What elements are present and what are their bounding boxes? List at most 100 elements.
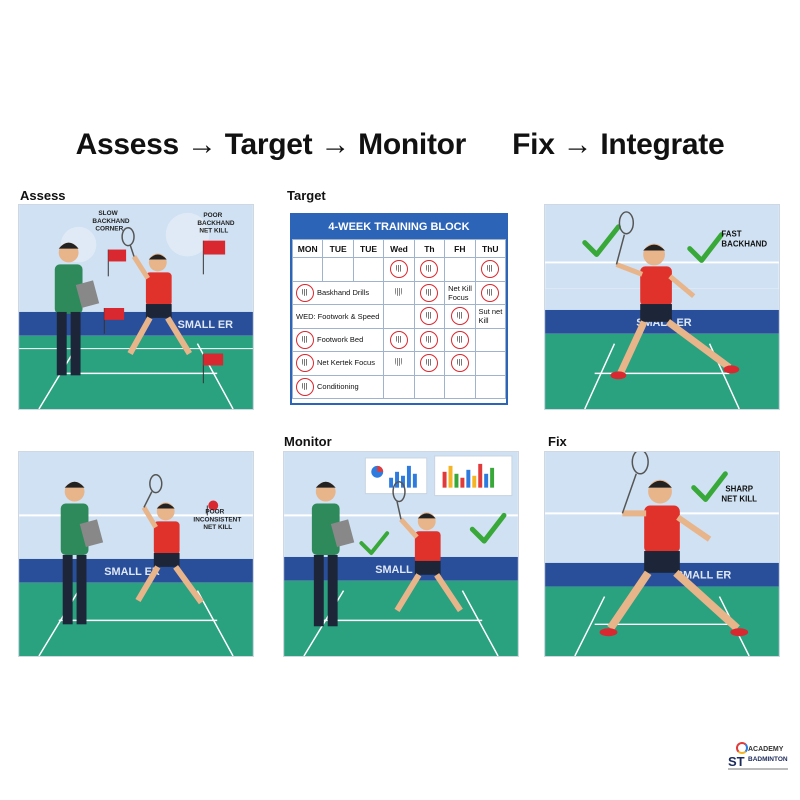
coach-net-illustration: SMALL ER POOR INCONSISTENT	[18, 451, 254, 657]
stats-card-left	[364, 457, 428, 495]
training-cell-shuttle	[383, 280, 415, 305]
headline-monitor: Monitor	[358, 128, 467, 161]
logo-badminton: BADMINTON	[748, 756, 788, 763]
training-cell-empty	[444, 374, 476, 399]
day-header: Wed	[383, 239, 415, 258]
logo-swirl-icon	[736, 742, 748, 754]
shuttle-icon	[296, 330, 314, 349]
fix-callout-line1: SHARP	[725, 485, 753, 494]
check-icon	[582, 224, 621, 257]
training-cell-text: Sut net Kill	[474, 304, 506, 329]
assess-flag-left-line2: BACKHAND	[92, 218, 129, 225]
check-icon	[687, 232, 724, 263]
training-cell-marked	[413, 257, 446, 282]
training-cell-empty	[474, 374, 506, 399]
shuttle-icon	[450, 307, 469, 326]
coach-net-scene: SMALL ER POOR INCONSISTENT	[19, 452, 253, 656]
training-cell-empty	[444, 257, 476, 282]
training-row-label: Footwork Bed	[292, 327, 385, 352]
shuttle-icon	[395, 358, 403, 367]
fix-illustration: SMALL ER SHARP NET KILL	[544, 451, 780, 657]
training-cell-marked	[413, 304, 446, 329]
coach-figure	[54, 242, 100, 376]
flag-right	[202, 240, 226, 275]
day-header: ThU	[474, 239, 506, 258]
training-cell-marked	[474, 257, 506, 282]
shuttle-icon	[481, 283, 500, 302]
headline-fix: Fix	[512, 128, 555, 161]
backhand-illustration: SMALL ER FAST BACKHAND	[544, 204, 780, 410]
fix-banner: SMALL ER	[676, 570, 732, 582]
training-cell-empty	[413, 374, 446, 399]
check-icon	[469, 512, 507, 544]
shuttle-icon	[296, 354, 314, 373]
assess-illustration: SMALL ER SLOW	[18, 204, 254, 410]
coach-figure	[311, 481, 355, 627]
shuttle-icon	[420, 283, 439, 302]
flag-court-1	[103, 307, 125, 334]
flag-court-2	[202, 353, 224, 384]
training-row: WED: Footwork & Speed Sut net Kill	[292, 304, 506, 329]
shuttle-icon	[420, 354, 439, 373]
training-cell-text: Net Kill Focus	[444, 280, 476, 305]
check-icon	[691, 471, 728, 503]
training-row-label: WED: Footwork & Speed	[292, 304, 385, 329]
section-label-assess: Assess	[20, 188, 66, 203]
monitor-scene: SMALL ER	[284, 452, 518, 656]
day-header: Th	[413, 239, 446, 258]
training-row-label-text: Net Kertek Focus	[317, 358, 375, 368]
training-cell-empty	[383, 304, 415, 329]
player-figure	[121, 227, 193, 356]
section-label-monitor: Monitor	[284, 434, 332, 449]
coach-net-banner: SMALL ER	[104, 566, 160, 578]
training-cell-empty	[322, 257, 354, 282]
headline-target: Target	[224, 128, 313, 161]
training-cell-marked	[413, 351, 446, 376]
headline-arrow-1: →	[186, 128, 217, 161]
training-cell-shuttle	[383, 351, 415, 376]
training-table-header: MON TUE TUE Wed Th FH ThU	[292, 239, 506, 258]
backhand-scene: SMALL ER FAST BACKHAND	[545, 205, 779, 409]
shuttle-icon	[389, 330, 408, 349]
player-figure	[599, 452, 749, 637]
day-header: TUE	[352, 239, 385, 258]
day-header: FH	[444, 239, 476, 258]
headline-arrow-2: →	[320, 128, 351, 161]
shuttle-icon	[420, 260, 439, 279]
process-headline: Assess → Target → Monitor Fix → Integrat…	[0, 128, 800, 162]
assess-flag-right-line2: BACKHAND	[197, 220, 234, 227]
shuttle-icon	[296, 377, 314, 396]
training-row: Conditioning	[292, 374, 506, 399]
check-icon	[359, 531, 390, 555]
training-row-label: Net Kertek Focus	[292, 351, 385, 376]
training-cell-marked	[383, 327, 415, 352]
coach-net-callout-line2: INCONSISTENT	[193, 516, 241, 523]
logo-st: ST	[728, 754, 745, 769]
flag-left	[107, 249, 127, 277]
shuttle-icon	[481, 260, 500, 279]
assess-flag-left-line1: SLOW	[98, 210, 118, 217]
training-board: 4-WEEK TRAINING BLOCK MON TUE TUE Wed Th…	[290, 213, 508, 405]
training-cell-marked	[444, 327, 476, 352]
backhand-callout-line1: FAST	[721, 230, 741, 239]
player-figure	[135, 474, 204, 605]
training-row-label-text: Footwork Bed	[317, 334, 364, 344]
fix-scene: SMALL ER SHARP NET KILL	[545, 452, 779, 656]
training-cell-empty	[474, 351, 506, 376]
section-label-target: Target	[287, 188, 326, 203]
training-row: Net Kertek Focus	[292, 351, 506, 376]
monitor-illustration: SMALL ER	[283, 451, 519, 657]
coach-figure	[60, 481, 104, 625]
assess-flag-left-line3: CORNER	[95, 226, 123, 233]
training-table: MON TUE TUE Wed Th FH ThU Baskhand Drill…	[292, 239, 506, 399]
shuttle-icon	[296, 283, 314, 302]
training-cell-marked	[383, 257, 415, 282]
training-cell-empty	[292, 257, 324, 282]
stats-card-right	[434, 455, 513, 497]
headline-assess: Assess	[75, 128, 180, 161]
academy-logo: ACADEMY ST BADMINTON	[728, 742, 788, 772]
assess-flag-right-line1: POOR	[203, 212, 222, 219]
assess-flag-right-line3: NET KILL	[199, 228, 228, 235]
